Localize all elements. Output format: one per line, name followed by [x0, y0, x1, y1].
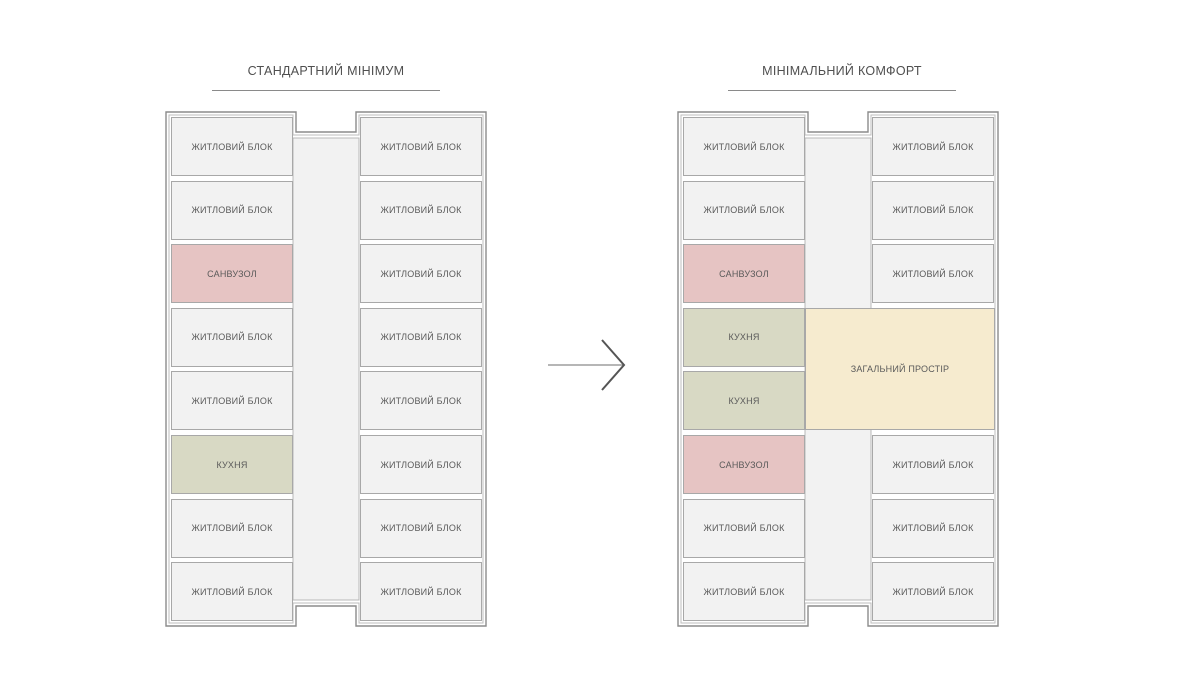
plan-title-comfort: МІНІМАЛЬНИЙ КОМФОРТ	[762, 64, 922, 78]
room-kitchen: КУХНЯ	[683, 371, 805, 431]
room-living: ЖИТЛОВИЙ БЛОК	[171, 307, 293, 367]
title-underline	[728, 90, 956, 91]
room-living: ЖИТЛОВИЙ БЛОК	[872, 435, 994, 494]
room-living: ЖИТЛОВИЙ БЛОК	[683, 180, 805, 240]
room-living: ЖИТЛОВИЙ БЛОК	[360, 562, 482, 622]
room-living: ЖИТЛОВИЙ БЛОК	[171, 562, 293, 622]
room-kitchen: КУХНЯ	[171, 435, 293, 494]
room-living: ЖИТЛОВИЙ БЛОК	[360, 180, 482, 240]
room-living: ЖИТЛОВИЙ БЛОК	[360, 435, 482, 494]
room-living: ЖИТЛОВИЙ БЛОК	[360, 117, 482, 176]
room-kitchen: КУХНЯ	[683, 307, 805, 367]
room-living: ЖИТЛОВИЙ БЛОК	[872, 498, 994, 558]
plan-title-standard: СТАНДАРТНИЙ МІНІМУМ	[247, 64, 405, 78]
title-underline	[212, 90, 440, 91]
chevron-right-arrow-icon	[548, 339, 626, 391]
room-bath: САНВУЗОЛ	[171, 244, 293, 304]
room-living: ЖИТЛОВИЙ БЛОК	[872, 244, 994, 304]
room-living: ЖИТЛОВИЙ БЛОК	[872, 117, 994, 176]
room-living: ЖИТЛОВИЙ БЛОК	[171, 371, 293, 431]
room-living: ЖИТЛОВИЙ БЛОК	[683, 562, 805, 622]
room-living: ЖИТЛОВИЙ БЛОК	[360, 498, 482, 558]
room-living: ЖИТЛОВИЙ БЛОК	[683, 498, 805, 558]
plan-outline	[165, 111, 487, 627]
room-bath: САНВУЗОЛ	[683, 244, 805, 304]
room-living: ЖИТЛОВИЙ БЛОК	[360, 307, 482, 367]
room-living: ЖИТЛОВИЙ БЛОК	[171, 498, 293, 558]
room-bath: САНВУЗОЛ	[683, 435, 805, 494]
room-living: ЖИТЛОВИЙ БЛОК	[872, 180, 994, 240]
room-living: ЖИТЛОВИЙ БЛОК	[171, 117, 293, 176]
room-living: ЖИТЛОВИЙ БЛОК	[872, 562, 994, 622]
room-living: ЖИТЛОВИЙ БЛОК	[360, 244, 482, 304]
room-living: ЖИТЛОВИЙ БЛОК	[360, 371, 482, 431]
room-common-space: ЗАГАЛЬНИЙ ПРОСТІР	[805, 307, 995, 431]
room-living: ЖИТЛОВИЙ БЛОК	[683, 117, 805, 176]
room-living: ЖИТЛОВИЙ БЛОК	[171, 180, 293, 240]
